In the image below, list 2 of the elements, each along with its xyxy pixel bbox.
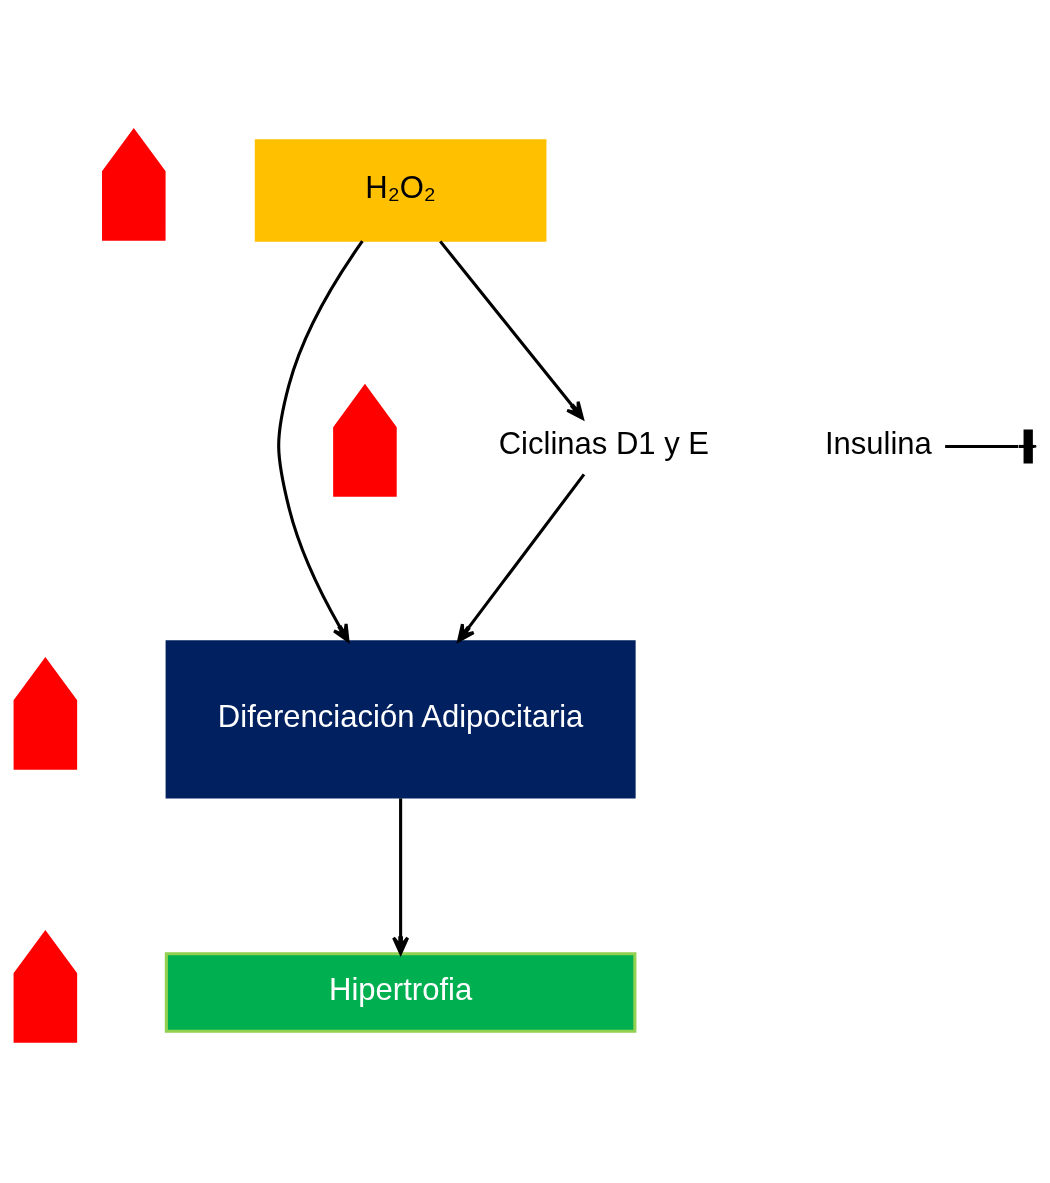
node-text: Insulina: [824, 426, 932, 462]
node-text: Ciclinas D1 y E: [498, 426, 709, 462]
